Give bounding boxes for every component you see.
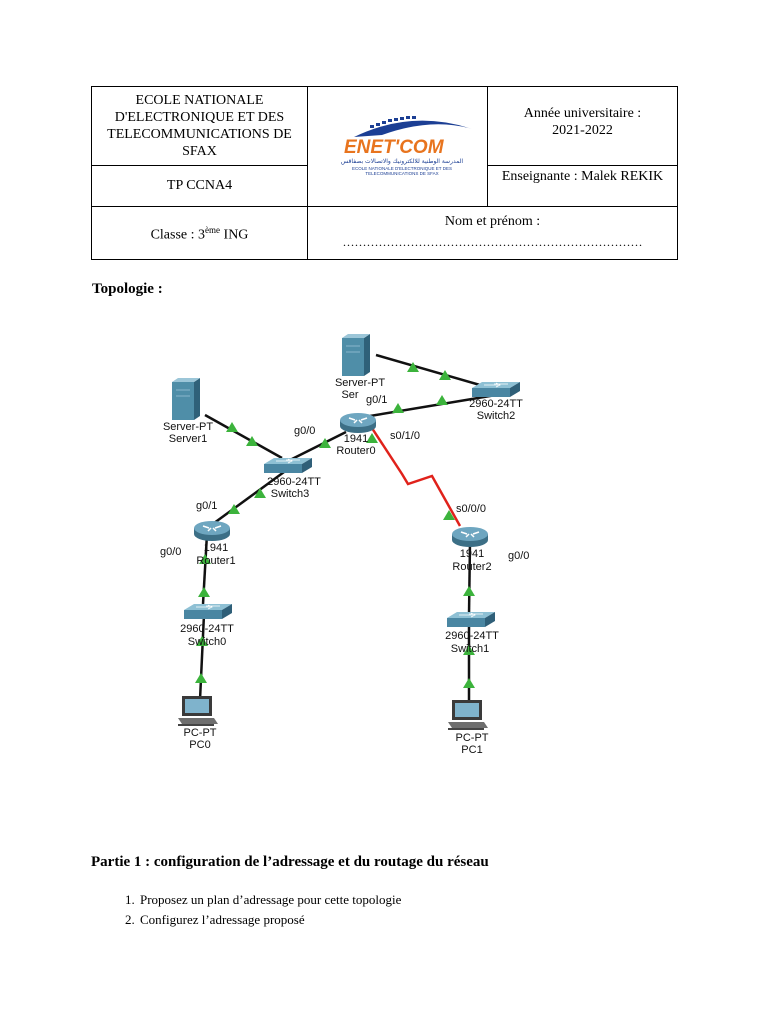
link-switch3-router1 (209, 470, 285, 528)
link-switch0-pc0 (198, 613, 206, 701)
partie1-title: Partie 1 : configuration de l’adressage … (91, 854, 489, 870)
annee-label: Année universitaire : (523, 106, 642, 121)
logo-dots-icon (370, 116, 416, 132)
status-up-icon (463, 586, 475, 596)
switch-icon[interactable] (183, 603, 233, 620)
router2-name-label: Router2 (452, 561, 491, 573)
switch2-type-label: 2960-24TT (469, 398, 523, 410)
logo-arabic: المدرسة الوطنية للالكترونيك والاتصالات ب… (341, 158, 464, 165)
switch2-name-label: Switch2 (477, 410, 516, 422)
switch-icon[interactable] (471, 381, 521, 398)
logo-cell: ENET'COM المدرسة الوطنية للالكترونيك وال… (307, 86, 488, 207)
server1-name-label: Server1 (169, 433, 208, 445)
router0-name-label: Router0 (336, 445, 375, 457)
switch3-name-label: Switch3 (271, 488, 310, 500)
router0-type-label: 1941 (344, 433, 368, 445)
link-switch2-router0 (369, 393, 497, 418)
topology-title: Topologie : (92, 281, 163, 297)
logo-line2: TELECOMMUNICATIONS DE SFAX (365, 171, 438, 176)
router0-g00-label: g0/0 (294, 425, 315, 437)
link-router2-switch1 (467, 541, 472, 616)
classe-sup: ème (205, 225, 221, 236)
router0-s010-label: s0/1/0 (390, 430, 420, 442)
switch1-type-label: 2960-24TT (445, 630, 499, 642)
annee-value: 2021-2022 (552, 123, 613, 138)
router-icon[interactable] (193, 520, 231, 542)
link-switch3-router0 (285, 430, 347, 464)
router1-name-label: Router1 (196, 555, 235, 567)
router1-g01-label: g0/1 (196, 500, 217, 512)
pc-icon[interactable] (448, 700, 488, 730)
enseignante: Enseignante : Malek REKIK (487, 164, 678, 208)
server1-type-label: Server-PT (163, 421, 213, 433)
status-up-icon (463, 678, 475, 688)
logo-line1: ECOLE NATIONALE D'ELECTRONIQUE ET DES (352, 166, 452, 171)
tp-title: TP CCNA4 (91, 164, 308, 208)
header-table: ECOLE NATIONALE D'ELECTRONIQUE ET DES TE… (91, 86, 678, 260)
network-topology: Server-PT Ser Server-PT Server1 2960-24T… (160, 333, 529, 756)
switch-icon[interactable] (263, 457, 313, 474)
switch0-type-label: 2960-24TT (180, 623, 234, 635)
pc0-name-label: PC0 (189, 739, 210, 751)
router1-g00-label: g0/0 (160, 546, 181, 558)
status-up-icon (436, 395, 448, 405)
task-item: Proposez un plan d’adressage pour cette … (138, 890, 401, 910)
task-list: Proposez un plan d’adressage pour cette … (92, 890, 401, 930)
router2-g00-label: g0/0 (508, 550, 529, 562)
pc-icon[interactable] (178, 696, 218, 726)
pc1-name-label: PC1 (461, 744, 482, 756)
logo-brand: ENET'COM (344, 137, 445, 158)
link-server-switch2 (375, 353, 481, 387)
school-name: ECOLE NATIONALE D'ELECTRONIQUE ET DES TE… (91, 86, 308, 166)
classe-cell: Classe : 3ème ING (91, 206, 308, 260)
nom-cell: Nom et prénom : ………………………………………………………………… (307, 206, 678, 260)
router2-type-label: 1941 (460, 548, 484, 560)
pc0-type-label: PC-PT (184, 727, 217, 739)
router-icon[interactable] (451, 526, 489, 548)
switch3-type-label: 2960-24TT (267, 476, 321, 488)
router1-type-label: 1941 (204, 542, 228, 554)
status-up-icon (392, 403, 404, 413)
logo-swoosh-icon (354, 120, 472, 137)
annee-cell: Année universitaire : 2021-2022 (487, 86, 678, 166)
task-item: Configurez l’adressage proposé (138, 910, 401, 930)
status-up-icon (198, 587, 210, 597)
router0-g01-label: g0/1 (366, 394, 387, 406)
pc1-type-label: PC-PT (456, 732, 489, 744)
server-icon[interactable] (341, 333, 371, 377)
switch0-name-label: Switch0 (188, 636, 227, 648)
classe-prefix: Classe : 3 (150, 227, 206, 243)
serial-link-router0-router2 (366, 421, 462, 527)
switch1-name-label: Switch1 (451, 643, 490, 655)
server-top-name-label: Ser (341, 389, 358, 401)
server-icon[interactable] (171, 377, 201, 421)
router2-s000-label: s0/0/0 (456, 503, 486, 515)
switch-icon[interactable] (446, 611, 496, 628)
status-up-icon (195, 673, 207, 683)
classe-suffix: ING (220, 227, 249, 243)
router-icon[interactable] (339, 412, 377, 434)
link-server1-switch3 (204, 413, 283, 460)
server-top-type-label: Server-PT (335, 377, 385, 389)
nom-dots: ………………………………………………………………… (342, 235, 643, 249)
enetcom-logo: ENET'COM المدرسة الوطنية للالكترونيك وال… (341, 116, 472, 176)
nom-label: Nom et prénom : (444, 214, 541, 229)
link-status-icons (195, 362, 475, 688)
